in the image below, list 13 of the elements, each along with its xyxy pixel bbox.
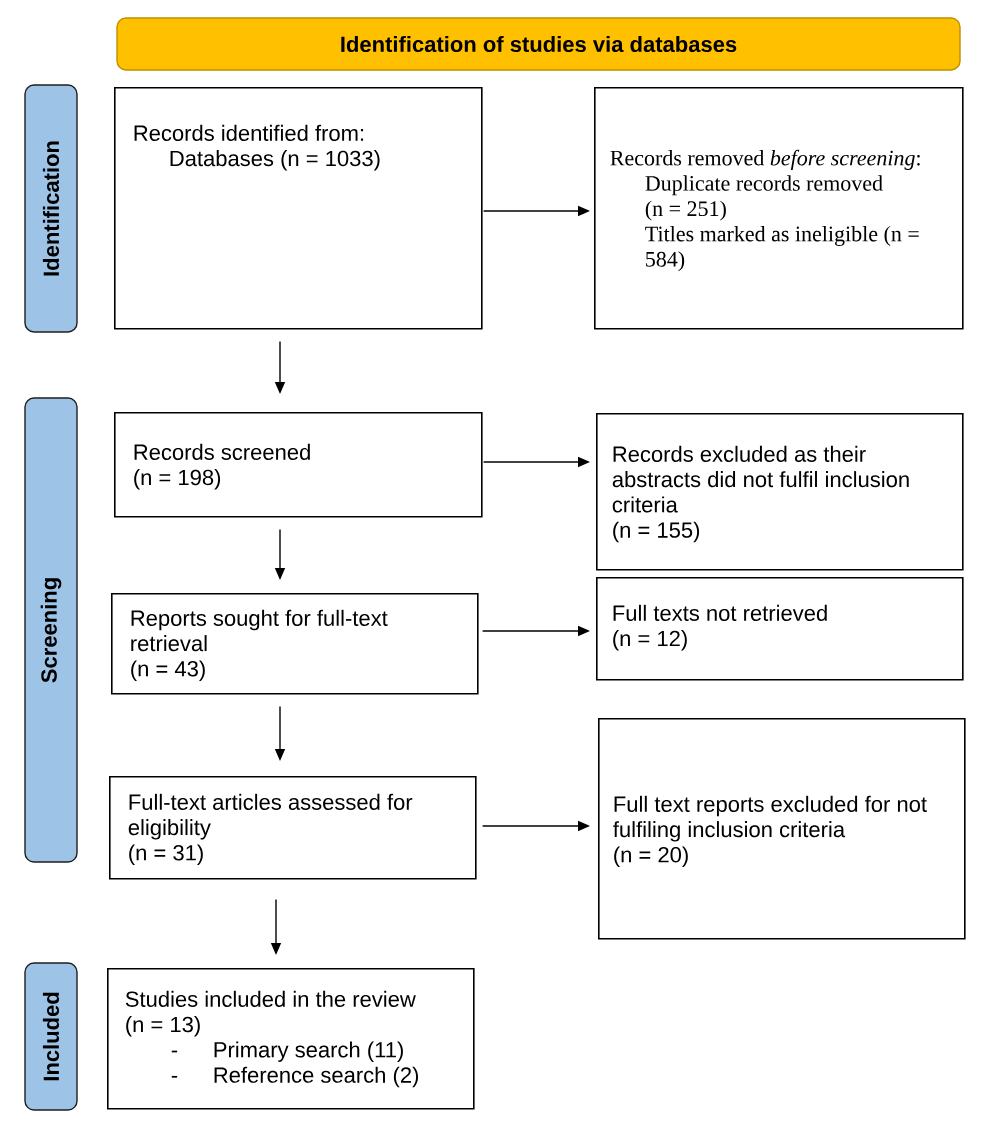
stage-band: Identification [24,84,78,333]
process-box: Records removed before screening: Duplicate records removed (n = 251) Titles marked as ineligible (n = 584) [594,87,964,330]
process-box: Reports sought for full-text retrieval (n = 43) [111,593,479,695]
stage-band: Screening [24,397,78,863]
process-box: Full-text articles assessed for eligibility (n = 31) [109,776,477,880]
process-box: Studies included in the review (n = 13) - Primary search (11) - Reference search (2) [107,968,475,1110]
process-box: Full text reports excluded for not fulfiling inclusion criteria (n = 20) [598,718,966,940]
process-box: Full texts not retrieved (n = 12) [596,577,964,681]
process-box: Records identified from: Databases (n = 1033) [114,87,483,330]
title-banner: Identification of studies via databases [116,17,961,71]
process-box: Records excluded as their abstracts did not fulfil inclusion criteria (n = 155) [596,413,964,571]
process-box: Records screened (n = 198) [114,412,483,518]
stage-band: Included [24,962,78,1111]
